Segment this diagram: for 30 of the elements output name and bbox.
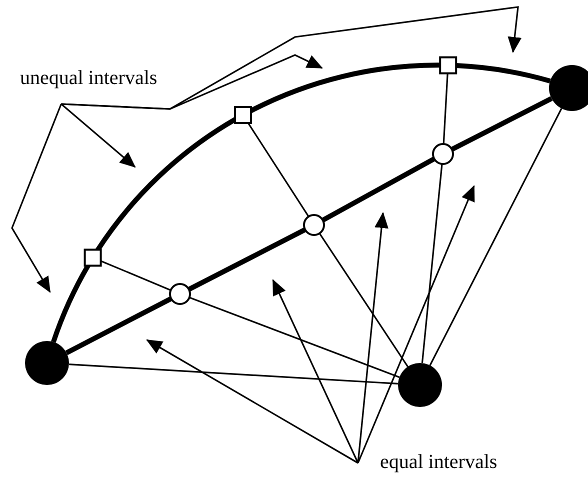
leader-arrow — [146, 339, 358, 464]
construction-line — [189, 296, 400, 378]
leader-arrow — [11, 104, 62, 293]
leader-arrow — [60, 103, 136, 168]
division-point — [169, 283, 191, 305]
end-point — [398, 363, 442, 407]
leader-arrow — [357, 185, 475, 464]
construction-line — [100, 260, 172, 291]
division-point — [432, 143, 454, 165]
square-marker — [439, 56, 458, 74]
chord-segment — [188, 227, 306, 292]
construction-line — [421, 164, 443, 364]
square-marker — [84, 248, 102, 267]
square-marker — [234, 106, 252, 124]
construction-line — [68, 364, 398, 384]
end-point — [549, 65, 588, 111]
construction-line — [429, 108, 562, 366]
construction-line — [442, 73, 448, 144]
leader-arrow — [272, 279, 359, 464]
arc-segment — [456, 63, 551, 84]
chord-segment — [322, 156, 436, 222]
leader-arrow — [357, 212, 388, 464]
callout-label: equal intervals — [358, 450, 498, 476]
chord-segment — [65, 296, 172, 356]
leader-arrow — [61, 54, 323, 110]
chord-segment — [450, 96, 553, 152]
callout-label: unequal intervals — [20, 66, 158, 104]
construction-line — [318, 232, 408, 368]
end-point — [25, 341, 69, 385]
division-point — [303, 214, 325, 236]
